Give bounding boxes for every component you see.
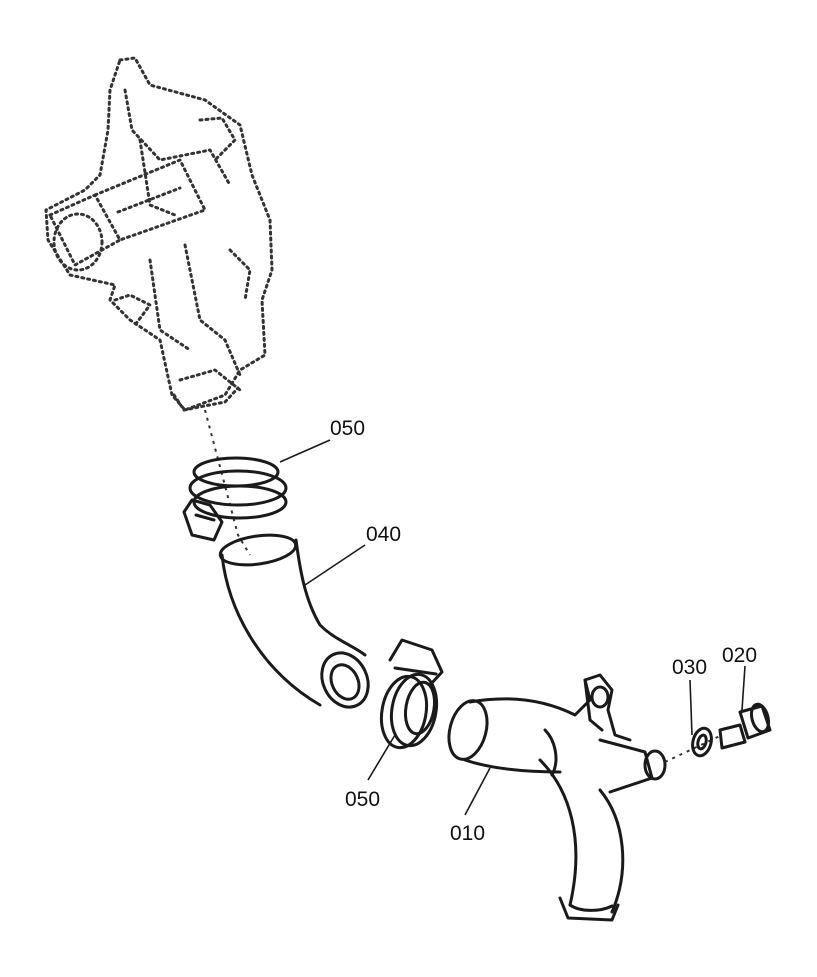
callout-050-upper: 050	[330, 417, 365, 440]
hose-clamp-upper	[182, 456, 288, 542]
banjo-bolt	[718, 702, 772, 750]
pump-housing	[44, 56, 274, 412]
hose-clamp-lower	[379, 638, 444, 750]
callout-030: 030	[672, 656, 707, 679]
callout-050-lower: 050	[345, 788, 380, 811]
assembly-axis	[204, 409, 251, 556]
bolt-axis	[664, 734, 723, 763]
water-hose	[218, 533, 370, 709]
water-pipe	[447, 673, 667, 922]
leader-lines	[279, 439, 746, 816]
callout-020: 020	[722, 644, 757, 667]
callout-010: 010	[450, 822, 485, 845]
callout-040: 040	[366, 523, 401, 546]
washer	[691, 726, 713, 758]
